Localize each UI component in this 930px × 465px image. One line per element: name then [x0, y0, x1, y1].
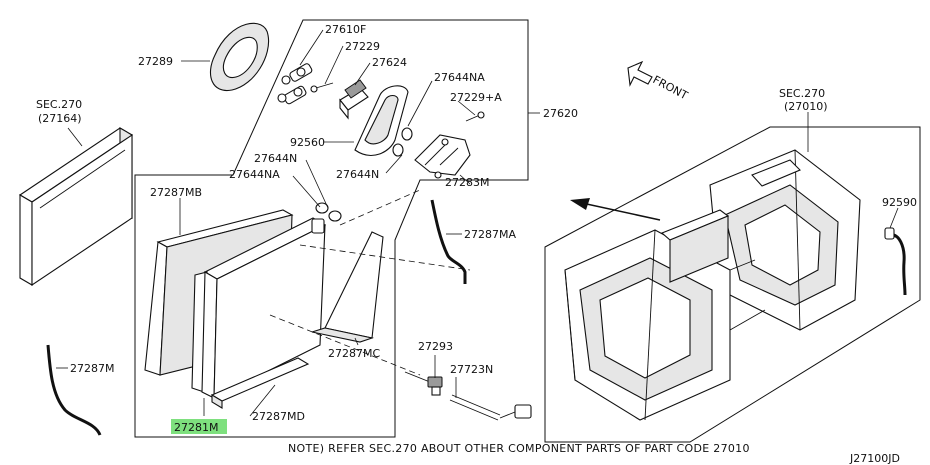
- callout-27289: 27289: [138, 55, 173, 68]
- callout-27281m: 27281M: [174, 421, 218, 434]
- callout-27624: 27624: [372, 56, 407, 69]
- callout-27287mc: 27287MC: [328, 347, 380, 360]
- thermo-sensor-27293: [404, 371, 443, 396]
- aspirator-hose-92590: [887, 233, 907, 296]
- drain-hose-27287ma: [430, 199, 467, 284]
- heater-unit-frame: [544, 126, 921, 443]
- o-rings-evaporator-pipe: [315, 202, 342, 222]
- callout-27287m: 27287M: [70, 362, 114, 375]
- pipe-block-27283m: [414, 134, 471, 179]
- highlight-27281m: [171, 419, 227, 434]
- callout-92590: 92590: [882, 196, 917, 209]
- callout-27644na-top: 27644NA: [434, 71, 485, 84]
- expansion-valve-27624: [339, 79, 369, 120]
- callout-27620: 27620: [543, 107, 578, 120]
- front-label: FRONT: [651, 73, 691, 102]
- sec-label-right-2: (27010): [784, 100, 828, 113]
- callout-27229a: 27229+A: [450, 91, 502, 104]
- air-filter-panel: [18, 127, 134, 287]
- o-ring-27644na-top: [392, 127, 413, 157]
- foam-seal-ring: [210, 22, 270, 92]
- hose-end-92590: [884, 227, 895, 240]
- callout-27644n-lower: 27644N: [336, 168, 379, 181]
- callout-27287mb: 27287MB: [150, 186, 202, 199]
- diagram-note: NOTE) REFER SEC.270 ABOUT OTHER COMPONEN…: [288, 442, 750, 455]
- front-arrow-icon: [627, 60, 653, 87]
- callout-92560: 92560: [290, 136, 325, 149]
- sec-label-left-2: (27164): [38, 112, 82, 125]
- callout-27293: 27293: [418, 340, 453, 353]
- valve-bracket-27610f: [277, 63, 313, 105]
- diagram-code: J27100JD: [849, 452, 900, 465]
- evaporator-core-27281m: [191, 217, 327, 399]
- sec-label-left-1: SEC.270: [36, 98, 82, 111]
- callout-27229: 27229: [345, 40, 380, 53]
- callout-27283m: 27283M: [445, 176, 489, 189]
- bolt-27229: [310, 82, 334, 93]
- callout-27644na-left: 27644NA: [229, 168, 280, 181]
- main-assembly-frame: [134, 19, 529, 438]
- install-arrow: [570, 198, 661, 221]
- bolt-27229a: [465, 111, 485, 122]
- callout-27644n-upper: 27644N: [254, 152, 297, 165]
- seal-strip-27287md: [210, 357, 310, 409]
- callout-27287ma: 27287MA: [464, 228, 516, 241]
- seal-wedge-27287mc: [311, 231, 384, 343]
- callout-27287md: 27287MD: [252, 410, 305, 423]
- harness-27723n: [449, 394, 532, 421]
- callout-27610f: 27610F: [325, 23, 366, 36]
- heater-blower-unit: [564, 149, 861, 421]
- gasket-92560: [354, 85, 409, 156]
- drain-clip-27287m: [46, 344, 102, 436]
- sec-label-right-1: SEC.270: [779, 87, 825, 100]
- callout-27723n: 27723N: [450, 363, 493, 376]
